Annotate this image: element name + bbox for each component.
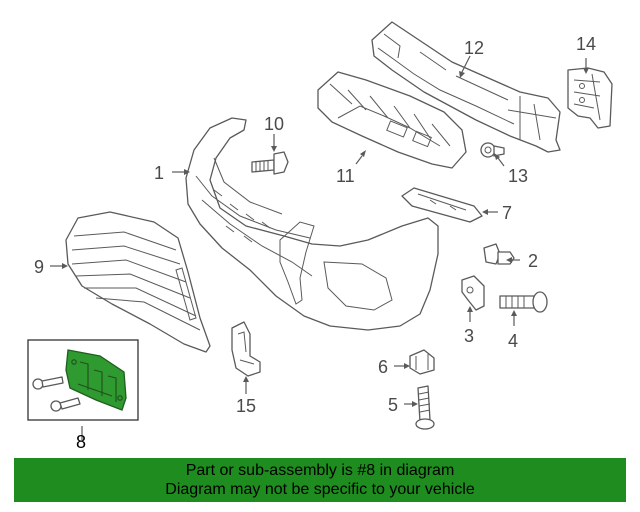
callout-13: 13: [508, 166, 528, 186]
callout-5: 5: [388, 395, 398, 415]
callout-9: 9: [34, 257, 44, 277]
callout-12: 12: [464, 38, 484, 58]
callout-7: 7: [502, 203, 512, 223]
part-8-bolt-a: [32, 376, 64, 390]
part-8-inset: [27, 339, 139, 421]
part-4-screw: [499, 291, 548, 313]
callout-15: 15: [236, 396, 256, 416]
part-6-clip: [409, 349, 435, 375]
banner-line-1: Part or sub-assembly is #8 in diagram: [185, 462, 455, 479]
part-14-bracket: [567, 67, 613, 129]
part-7-bracket: [401, 187, 483, 223]
part-1-bumper-cover: [185, 117, 439, 331]
callout-14: 14: [576, 34, 596, 54]
callout-10: 10: [264, 114, 284, 134]
part-8-bolt-b: [50, 397, 81, 412]
callout-labels: 1 2 3 4 5 6 7 8 9 10 11 12 13 14 15: [34, 34, 596, 452]
banner-line-2: Diagram may not be specific to your vehi…: [165, 481, 475, 498]
part-11-energy-absorber: [317, 71, 467, 169]
part-10-bolt: [251, 151, 289, 175]
callout-4: 4: [508, 331, 518, 351]
part-9-grille: [65, 211, 211, 353]
part-13-clip: [480, 142, 505, 158]
callout-8: 8: [76, 432, 86, 452]
leader-lines: [50, 55, 589, 440]
callout-1: 1: [154, 163, 164, 183]
part-3-retainer: [461, 275, 485, 311]
info-banner: Part or sub-assembly is #8 in diagram Di…: [14, 458, 626, 502]
part-12-reinforcement-beam: [371, 21, 561, 153]
part-15-sensor-bracket: [231, 321, 261, 377]
part-8-license-bracket: [65, 349, 127, 411]
callout-3: 3: [464, 326, 474, 346]
part-5-bolt: [415, 385, 435, 430]
callout-11: 11: [336, 166, 355, 186]
callout-2: 2: [528, 251, 538, 271]
callout-6: 6: [378, 357, 388, 377]
